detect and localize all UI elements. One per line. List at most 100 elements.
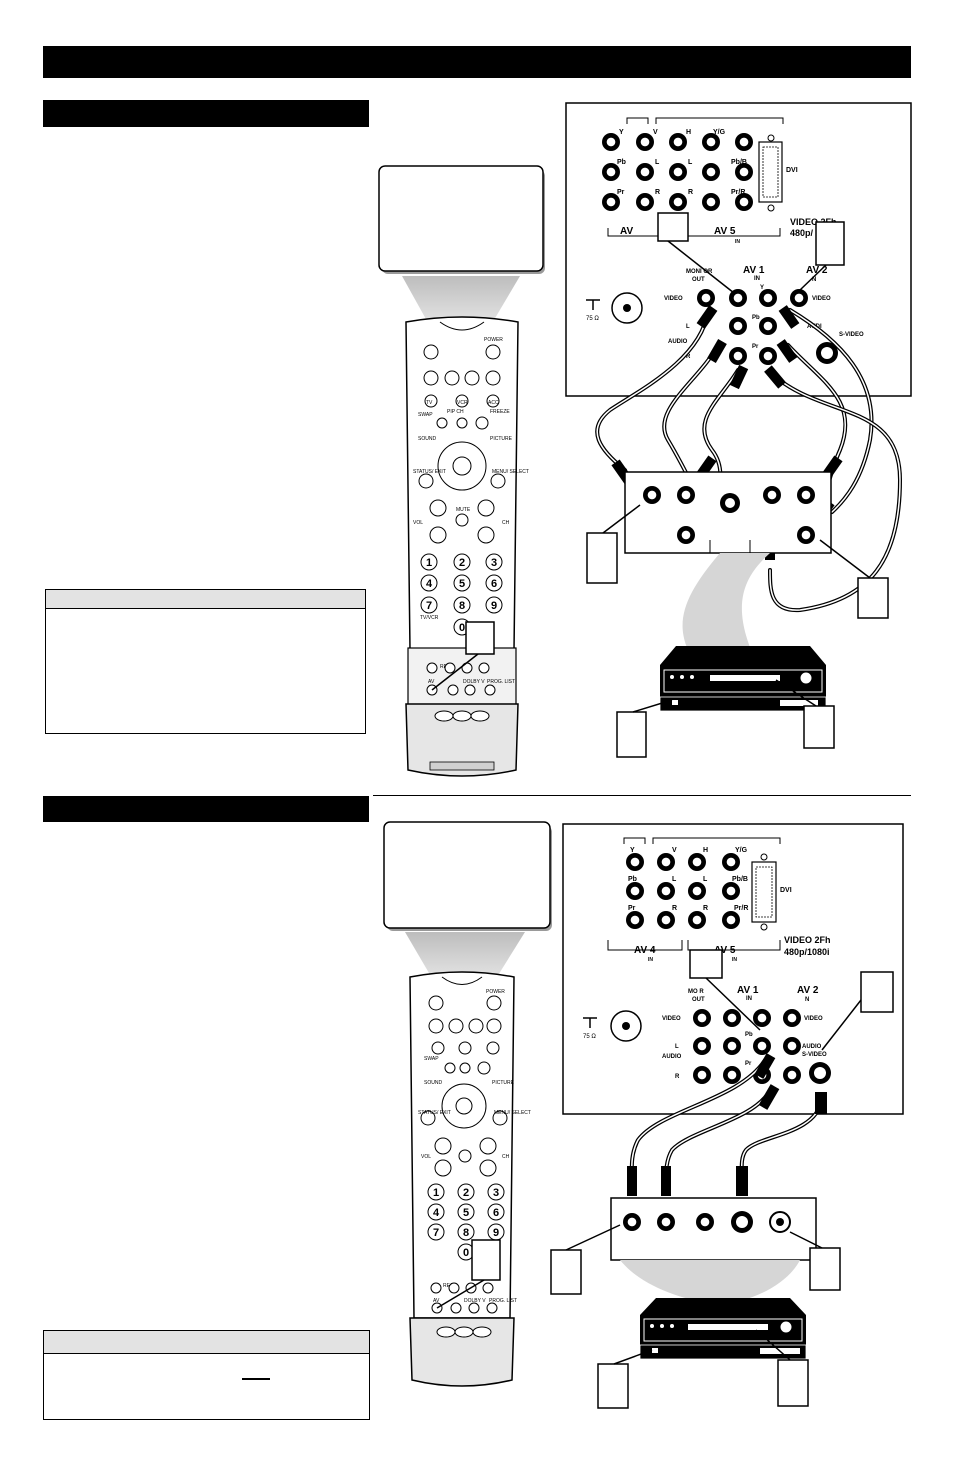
label-r-2: R — [688, 189, 693, 196]
remote-key-2: 2 — [459, 557, 465, 569]
label-pb: Pb — [617, 159, 626, 166]
label-dvi-b: DVI — [780, 887, 792, 894]
remote-key-4: 4 — [426, 578, 433, 590]
label-h: H — [686, 129, 691, 136]
label-pr: Pr — [617, 189, 625, 196]
remote-sound-label-b: SOUND — [424, 1080, 442, 1086]
label-pbb-b: Pb/B — [732, 876, 748, 883]
remote-key-6-b: 6 — [493, 1207, 499, 1219]
label-pb-b: Pb — [628, 876, 637, 883]
label-v: V — [653, 129, 658, 136]
remote-key-2-b: 2 — [463, 1187, 469, 1199]
label-av2-top: AV 2 — [806, 265, 828, 276]
callout-box-panel-av2-b — [860, 971, 894, 1013]
remote-key-1-b: 1 — [433, 1187, 439, 1199]
remote-av-label-b: AV — [433, 1298, 440, 1304]
label-av5: AV 5 — [714, 226, 736, 237]
remote-key-3-b: 3 — [493, 1187, 499, 1199]
cable-plugs-bottom — [627, 1053, 827, 1196]
remote-key-0-b: 0 — [463, 1247, 469, 1259]
label-v-b: V — [672, 847, 677, 854]
callout-box-device-left-top — [586, 532, 618, 584]
remote-vol-label: VOL — [413, 520, 423, 526]
callout-box-device-right-top — [857, 577, 889, 619]
bottom-connection-diagram: POWER SWAP SOUND PICTURE STATUS/ EXIT ME… — [383, 821, 904, 1409]
callout-box-player-right-b — [777, 1359, 809, 1407]
label-l-top: L — [686, 324, 690, 330]
label-svideo-b: S-VIDEO — [802, 1052, 827, 1058]
callout-box-panel-av1 — [657, 212, 689, 242]
device-jacks-top — [643, 486, 815, 544]
section-divider — [373, 795, 911, 796]
remote-swap-label-b: SWAP — [424, 1056, 439, 1062]
tv-screen-bottom — [383, 821, 552, 931]
top-panel-lower-jacks: 75 Ω MONI OR OUT AV 1 IN AV 2 N VIDEO VI… — [586, 265, 864, 365]
remote-key-6: 6 — [491, 578, 497, 590]
remote-key-4-b: 4 — [433, 1207, 440, 1219]
label-svideo-top: S-VIDEO — [839, 332, 864, 338]
remote-control-bottom: POWER SWAP SOUND PICTURE STATUS/ EXIT ME… — [409, 971, 531, 1387]
label-pr-top: Pr — [752, 344, 759, 350]
label-video2fh: VIDEO 2Fh — [790, 217, 837, 227]
label-ohm-b: 75 Ω — [583, 1034, 596, 1040]
video-player-top — [659, 646, 827, 712]
label-pbb: Pb/B — [731, 159, 747, 166]
remote-dolby-label: DOLBY V — [463, 679, 485, 685]
remote-key-5-b: 5 — [463, 1207, 469, 1219]
label-r-1: R — [655, 189, 660, 196]
label-l-b3: L — [675, 1044, 679, 1050]
remote-sound-label: SOUND — [418, 436, 436, 442]
label-r-top: R — [686, 354, 691, 360]
remote-key-0: 0 — [459, 622, 465, 634]
section-1-note-box — [45, 589, 366, 734]
label-res-bottom: 480p/1080i — [784, 947, 830, 957]
label-av5-in-b: IN — [732, 957, 737, 963]
remote-ch-label-b: CH — [502, 1154, 510, 1160]
label-pr-b: Pr — [628, 905, 636, 912]
label-audio-top: AUDIO — [668, 339, 688, 345]
callout-box-player-left-top — [616, 711, 647, 758]
remote-key-7-b: 7 — [433, 1227, 439, 1239]
label-video-b: VIDEO — [662, 1016, 681, 1022]
remote-dolby-label-b: DOLBY V — [464, 1298, 486, 1304]
label-dvi: DVI — [786, 167, 798, 174]
tv-screen-top — [378, 165, 545, 274]
section-2-note-box — [43, 1330, 370, 1420]
section-1-title-bar — [43, 100, 369, 127]
remote-picture-label-b: PICTURE — [492, 1080, 515, 1086]
callout-box-panel-av2 — [815, 221, 845, 266]
remote-key-7: 7 — [426, 600, 432, 612]
remote-key-8-b: 8 — [463, 1227, 469, 1239]
section-2-note-header — [44, 1331, 369, 1354]
label-pb-top: Pb — [752, 315, 760, 321]
label-av1-b: AV 1 — [737, 985, 759, 996]
remote-key-3: 3 — [491, 557, 497, 569]
remote-power-label: POWER — [484, 337, 503, 343]
label-av5-in: IN — [735, 239, 740, 245]
remote-beam-top — [402, 276, 520, 330]
label-n-b: N — [805, 997, 809, 1003]
callout-box-player-right-top — [803, 705, 835, 749]
label-monitor-out-b: MO R — [688, 989, 704, 995]
remote-proglist-label-b: PROG. LIST — [489, 1298, 517, 1304]
label-av5-b: AV 5 — [714, 945, 736, 956]
callout-box-remote-bottom — [471, 1239, 501, 1281]
label-y-top: Y — [760, 285, 764, 291]
remote-freeze-label: FREEZE — [490, 409, 510, 415]
label-monitor-out-top: MONI OR — [686, 269, 713, 275]
label-av4-in-b: IN — [648, 957, 653, 963]
label-res-top: 480p/ — [790, 228, 814, 238]
remote-key-1: 1 — [426, 557, 432, 569]
label-r-b2: R — [703, 905, 708, 912]
label-yg-b: Y/G — [735, 847, 748, 854]
label-r-b3: R — [675, 1074, 680, 1080]
device-beam-bottom — [620, 1260, 800, 1305]
bottom-panel-upper-jacks: Y V H Y/G Pb L L Pb/B Pr R R Pr/R DVI AV… — [607, 837, 831, 963]
video-player-bottom — [639, 1298, 807, 1360]
remote-tvvcr-label: TV/VCR — [420, 615, 439, 621]
remote-proglist-label: PROG. LIST — [487, 679, 515, 685]
remote-ch-label: CH — [502, 520, 510, 526]
label-av4-partial: AV — [620, 226, 633, 237]
underline-mark — [242, 1378, 270, 1380]
label-av4-b: AV 4 — [634, 945, 656, 956]
